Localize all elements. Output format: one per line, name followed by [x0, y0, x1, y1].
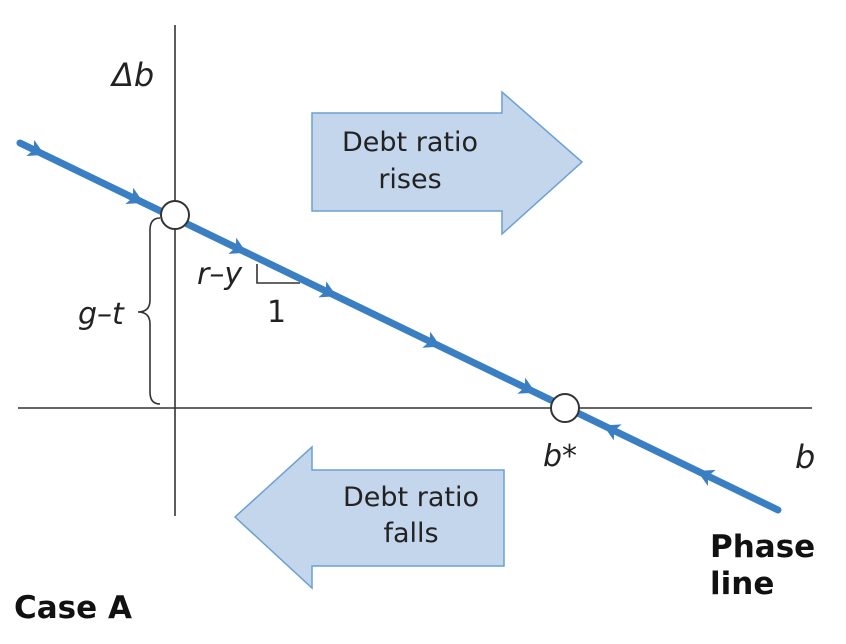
slope-label-bottom: 1 — [267, 295, 286, 330]
phase-line-label-line2: line — [710, 566, 774, 602]
intercept-point — [160, 200, 190, 230]
direction-arrowhead — [517, 377, 536, 394]
falls-label-line2: falls — [383, 518, 438, 549]
phase-line-direction-arrows — [26, 139, 716, 487]
direction-arrowhead — [26, 139, 45, 157]
slope-triangle — [256, 264, 300, 284]
steady-state-label: b* — [543, 439, 577, 474]
x-axis-label: b — [795, 438, 815, 476]
debt-ratio-falls-arrow: Debt ratio falls — [233, 445, 505, 590]
intercept-brace — [137, 217, 161, 405]
direction-arrowhead — [125, 187, 144, 204]
debt-ratio-rises-arrow: Debt ratio rises — [311, 90, 584, 236]
rises-label-line2: rises — [378, 164, 441, 195]
case-label: Case A — [14, 590, 132, 626]
falls-label-line1: Debt ratio — [343, 482, 479, 513]
y-axis-label: Δb — [109, 56, 154, 94]
intercept-label: g–t — [78, 297, 125, 332]
slope-label-top: r–y — [197, 257, 243, 292]
steady-state-point — [550, 393, 580, 423]
direction-arrowhead — [318, 281, 337, 298]
direction-arrowhead — [228, 237, 247, 254]
direction-arrowhead — [697, 469, 716, 487]
rises-label-line1: Debt ratio — [342, 127, 478, 158]
direction-arrowhead — [422, 331, 441, 348]
phase-line-label-line1: Phase — [710, 529, 815, 565]
phase-line — [16, 139, 782, 514]
direction-arrowhead — [603, 424, 622, 441]
